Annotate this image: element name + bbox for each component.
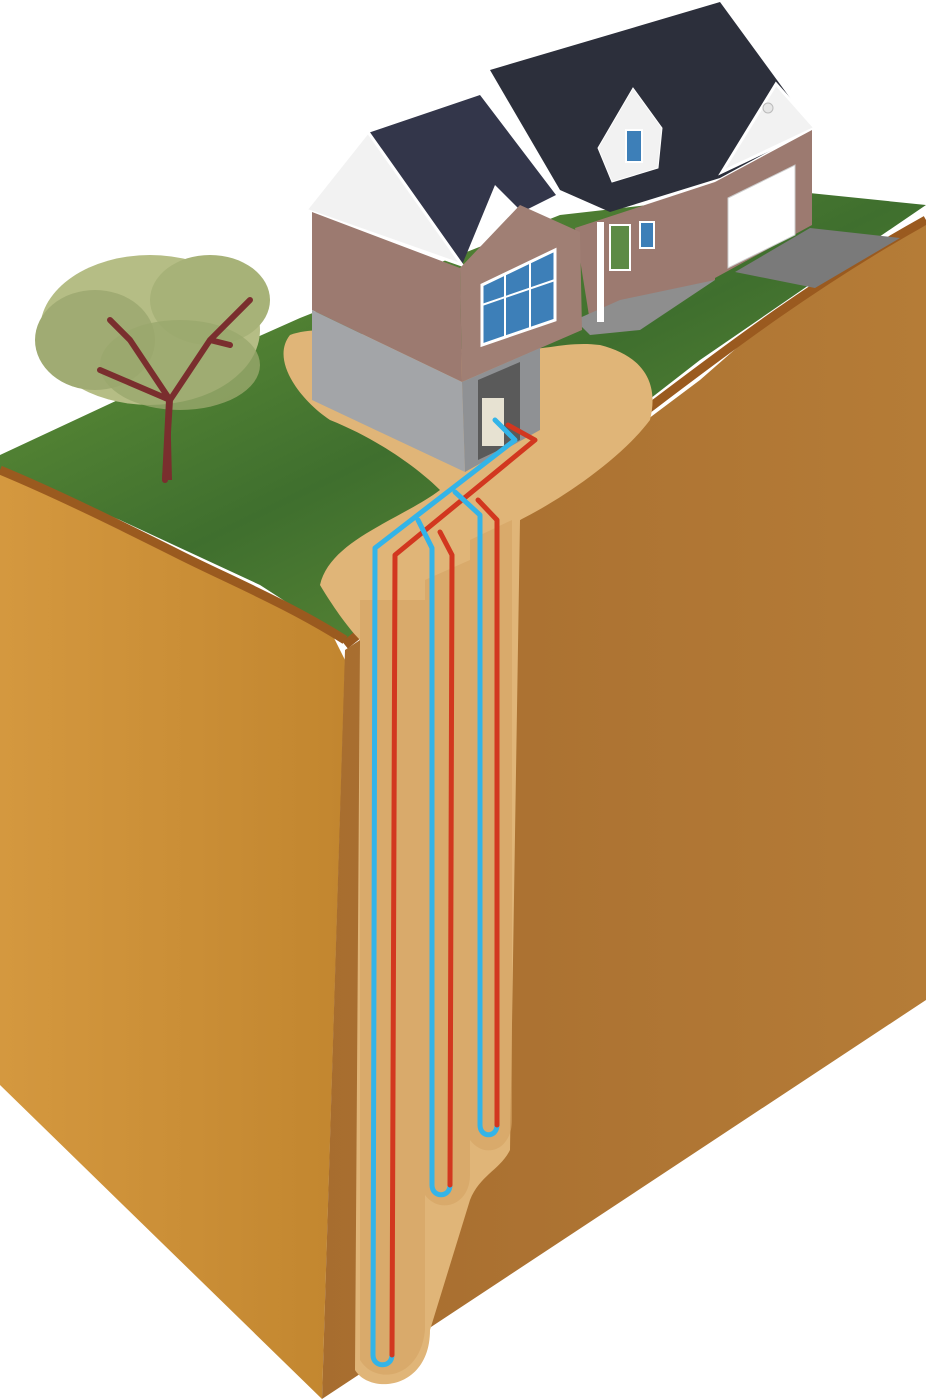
left-gable <box>303 129 466 268</box>
right-gable <box>718 81 818 176</box>
front-window <box>639 221 655 249</box>
left-wing-roof <box>368 95 556 265</box>
soil-left-face <box>0 470 345 1399</box>
dormer-window <box>625 129 643 163</box>
porch-column <box>597 222 604 322</box>
return-pipe-loop-3 <box>475 497 500 1128</box>
gable-vent <box>762 102 774 114</box>
house <box>303 2 818 472</box>
arched-window <box>480 247 557 348</box>
heat-pump-unit <box>482 398 504 446</box>
return-pipe-loop-1 <box>389 422 538 1358</box>
garage-door <box>727 164 796 269</box>
backfill-shade <box>360 520 512 1375</box>
foundation <box>312 310 465 472</box>
main-front-wall <box>575 182 715 322</box>
front-door <box>609 224 631 271</box>
tree <box>35 255 270 483</box>
return-pipe-loop-2 <box>437 529 455 1188</box>
ground-loops <box>370 417 538 1368</box>
left-wing-wall <box>312 212 462 382</box>
supply-pipe-loop-1 <box>370 417 518 1368</box>
supply-pipe-loop-2 <box>415 517 453 1198</box>
topsoil-edge-left <box>0 465 348 644</box>
porch-floor <box>575 280 715 335</box>
supply-pipe-loop-3 <box>452 489 500 1138</box>
driveway <box>735 228 900 288</box>
